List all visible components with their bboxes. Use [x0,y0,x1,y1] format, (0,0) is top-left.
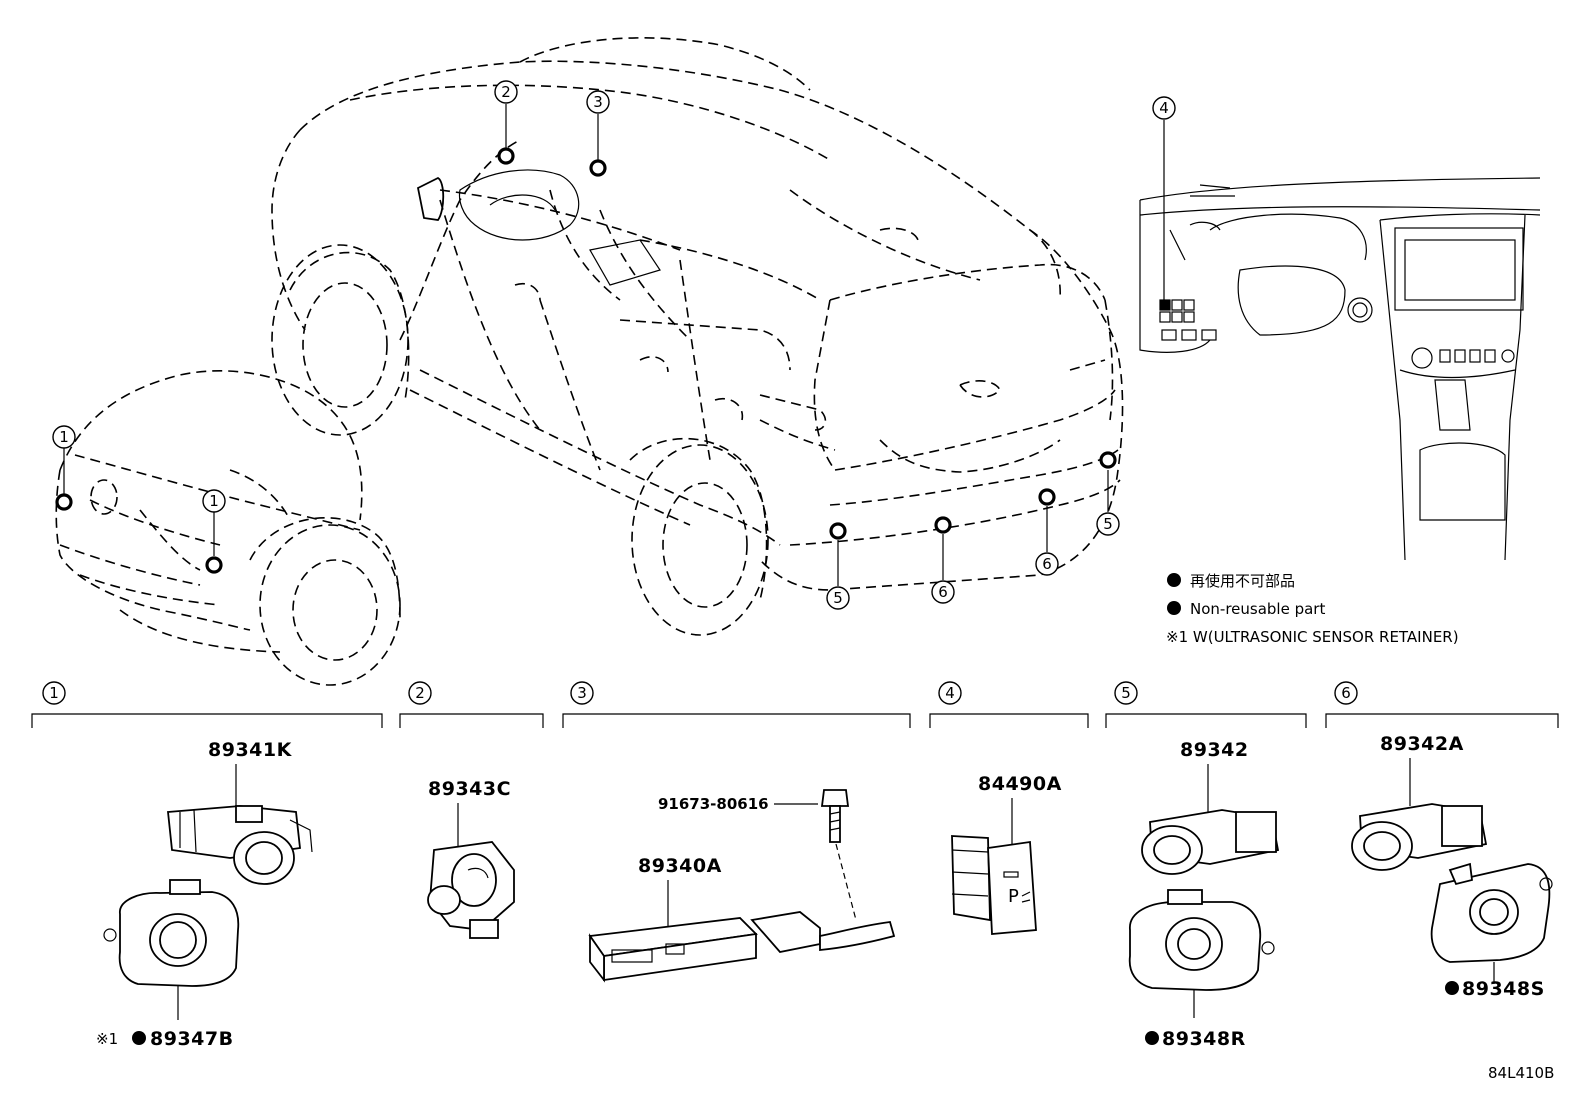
svg-text:6: 6 [938,583,948,601]
svg-text:4: 4 [1159,99,1169,117]
loc-sensor-front-right [205,556,223,574]
non-reusable-mark [1145,1031,1159,1045]
part-number-89341K: 89341K [208,739,293,761]
callout-4: 4 [1152,96,1176,120]
part-number-89343C: 89343C [428,778,511,800]
callout-2: 2 [494,80,518,104]
svg-text:5: 5 [1103,515,1113,533]
svg-text:5: 5 [833,589,843,607]
part-number-91673-80616: 91673-80616 [658,795,769,813]
switch-p-glyph: P [1008,886,1019,907]
callout-6a: 6 [931,580,955,604]
legend-note: ※1 W(ULTRASONIC SENSOR RETAINER) [1166,628,1459,646]
legend-en: Non-reusable part [1190,600,1325,618]
vehicle-rear-view [271,37,1124,636]
callout-1a: 1 [52,425,76,449]
callout-3: 3 [586,90,610,114]
loc-sensor-rear-left [829,522,847,540]
group-5-parts: 89342 89348R [1128,739,1280,1050]
group-4-parts: 84490A P [951,773,1062,935]
legend-jp: 再使用不可部品 [1190,572,1295,590]
svg-text:5: 5 [1121,684,1131,702]
vehicle-front-view [55,370,401,686]
part-number-89347B: 89347B [150,1028,234,1050]
location-markers [55,104,1165,586]
svg-text:6: 6 [1341,684,1351,702]
callout-5a: 5 [826,586,850,610]
svg-text:1: 1 [209,492,219,510]
group-1-parts: 89341K ※1 89347B [96,739,313,1050]
svg-text:1: 1 [49,684,59,702]
callout-6b: 6 [1035,552,1059,576]
group-3-parts: 91673-80616 89340A [588,789,896,983]
loc-sensor-front-left [55,493,73,511]
part-number-89342: 89342 [1180,739,1249,761]
non-reusable-mark [1445,981,1459,995]
callout-5b: 5 [1096,512,1120,536]
svg-text:3: 3 [577,684,587,702]
svg-text:1: 1 [59,428,69,446]
svg-text:2: 2 [501,83,511,101]
part-number-84490A: 84490A [978,773,1062,795]
group-headers: 1 2 3 4 5 6 [31,681,1559,728]
group-2-parts: 89343C [427,778,515,939]
part-number-89348R: 89348R [1162,1028,1246,1050]
legend: 再使用不可部品 Non-reusable part ※1 W(ULTRASONI… [1166,572,1459,646]
svg-text:4: 4 [945,684,955,702]
loc-ecu [589,159,607,177]
loc-sensor-rear-right [1099,451,1117,469]
part-number-89340A: 89340A [638,855,722,877]
part-number-89342A: 89342A [1380,733,1464,755]
loc-sensor-rear-center-left [934,516,952,534]
non-reusable-mark [132,1031,146,1045]
loc-sensor-rear-center-right [1038,488,1056,506]
loc-buzzer [497,147,515,165]
note-mark: ※1 [96,1030,118,1048]
group-6-parts: 89342A 89348S [1351,733,1553,1000]
svg-text:2: 2 [415,684,425,702]
svg-text:6: 6 [1042,555,1052,573]
svg-text:3: 3 [593,93,603,111]
part-number-89348S: 89348S [1462,978,1545,1000]
callout-1b: 1 [202,489,226,513]
diagram-code: 84L410B [1488,1064,1554,1082]
dashboard-inset [1139,177,1541,561]
